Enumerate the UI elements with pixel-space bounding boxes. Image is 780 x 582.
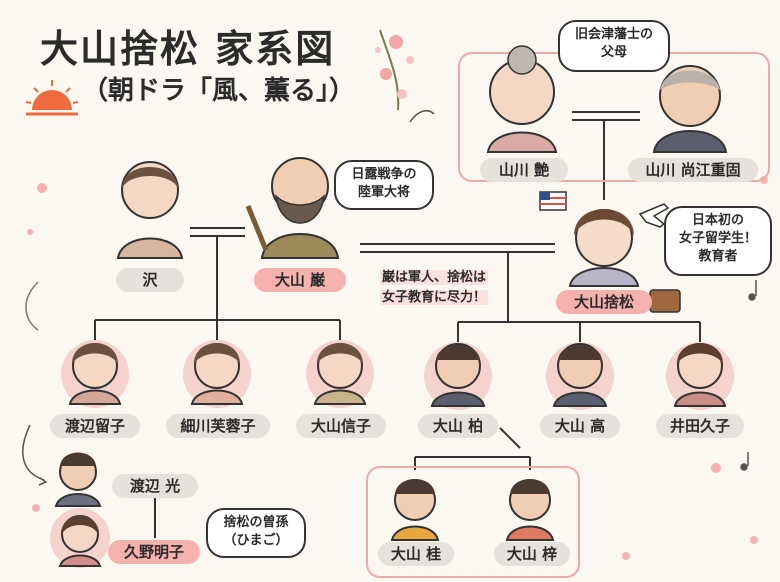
label-fuyoko: 細川芙蓉子: [166, 414, 270, 438]
airplane-icon: [638, 203, 670, 228]
label-hikaru: 渡辺 光: [112, 474, 198, 498]
portrait-azusa: [505, 479, 555, 541]
bubble-iwao: 日露戦争の 陸軍大将: [334, 160, 434, 210]
portrait-akiko: [50, 508, 110, 568]
portrait-katsura: [390, 479, 440, 541]
label-naoe: 山川 尚江重固: [628, 158, 758, 182]
bubble-akiko: 捨松の曽孫 （ひまご）: [206, 508, 306, 558]
portrait-hisako: [666, 342, 734, 410]
label-hisako: 井田久子: [656, 414, 744, 438]
label-akiko: 久野明子: [108, 540, 200, 564]
portrait-iwao: [245, 157, 340, 259]
bubble-sutematsu: 日本初の 女子留学生！ 教育者: [664, 206, 772, 276]
bubble-parents: 旧会津藩士の 父母: [558, 20, 670, 72]
marriage-note: 巌は軍人、捨松は 女子教育に尽力！: [379, 270, 488, 305]
grandchildren-region: [366, 466, 580, 578]
portrait-takashi: [546, 342, 614, 410]
music-note-icon: [740, 280, 757, 471]
portrait-kashiwa: [424, 342, 492, 410]
label-tomeko: 渡辺留子: [50, 414, 140, 438]
label-azusa: 大山 梓: [494, 542, 570, 566]
portrait-hikaru: [54, 452, 102, 507]
label-nobuko: 大山信子: [296, 414, 386, 438]
portrait-naoe: [652, 65, 728, 153]
label-iwao: 大山 巌: [254, 268, 346, 292]
page-title: 大山捨松 家系図: [40, 27, 336, 71]
flower-branch-icon: [375, 29, 414, 111]
label-tsuya: 山川 艶: [480, 158, 568, 182]
portrait-tomeko: [61, 340, 129, 408]
portrait-tsuya: [486, 45, 558, 153]
label-takashi: 大山 高: [540, 414, 620, 438]
page-subtitle: （朝ドラ「風、薫る」）: [82, 76, 356, 106]
portrait-nobuko: [306, 340, 374, 408]
portrait-fuyoko: [183, 340, 251, 408]
label-kashiwa: 大山 柏: [418, 414, 498, 438]
label-katsura: 大山 桂: [378, 542, 454, 566]
label-sutematsu: 大山捨松: [556, 290, 652, 314]
label-sawa: 沢: [116, 268, 184, 292]
sun-icon: [25, 80, 79, 116]
portrait-sawa: [116, 161, 184, 259]
portrait-sutematsu: [539, 191, 681, 313]
